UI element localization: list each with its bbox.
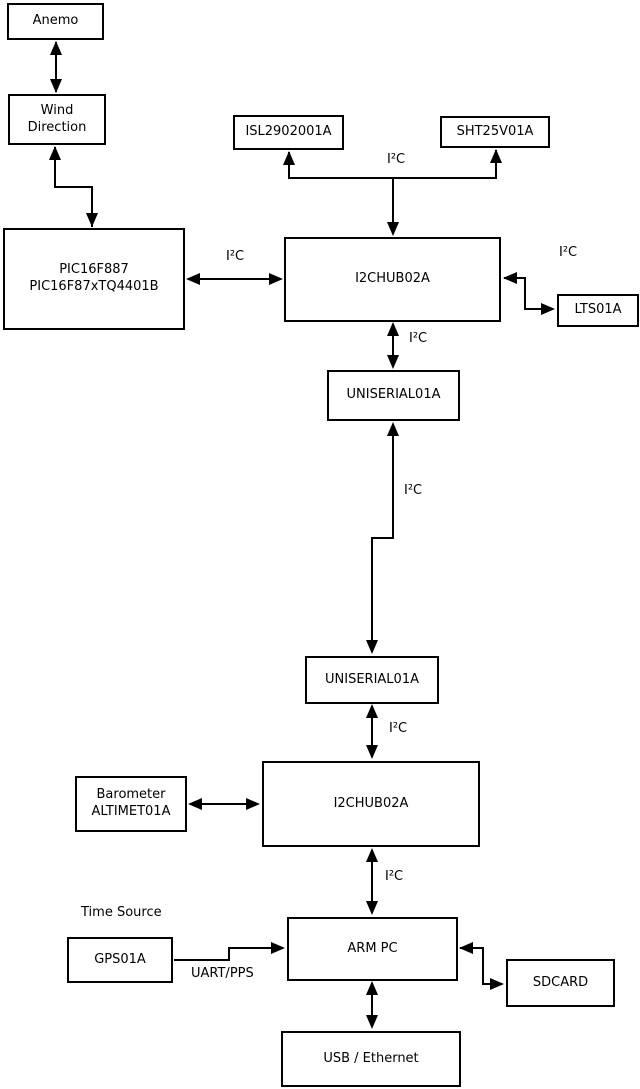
box-sht25v01a-label: SHT25V01A: [456, 123, 534, 139]
connector-hub1-uniserial1: [387, 322, 399, 369]
connector-armpc-sdcard: [459, 942, 504, 990]
connector-pic-hub1: [186, 273, 283, 285]
box-uniserial01a-1: UNISERIAL01A: [327, 370, 460, 421]
box-sht25v01a: SHT25V01A: [440, 116, 550, 148]
connector-anemo-wind: [50, 41, 62, 93]
box-pic16f887-line1: PIC16F887: [59, 262, 129, 278]
connector-gps-armpc: [174, 942, 285, 961]
connector-uniserial2-hub2: [366, 704, 378, 759]
connector-armpc-usb: [366, 981, 378, 1029]
box-usb-ethernet-label: USB / Ethernet: [323, 1050, 419, 1066]
label-uart-pps: UART/PPS: [191, 966, 254, 981]
box-pic16f887: PIC16F887 PIC16F87xTQ4401B: [3, 228, 185, 330]
label-i2c-sensor-bus: I²C: [387, 152, 406, 167]
box-lts01a: LTS01A: [557, 294, 639, 327]
label-i2c-hub1-lts: I²C: [559, 245, 578, 260]
box-i2chub02a-1-label: I2CHUB02A: [355, 271, 430, 287]
box-anemo-label: Anemo: [32, 13, 79, 29]
box-isl2902001a: ISL2902001A: [233, 115, 344, 150]
connector-bus-hub1: [387, 178, 399, 236]
box-wind-direction-line2: Direction: [27, 119, 87, 135]
connector-bus-sht: [490, 149, 502, 179]
connector-barometer-hub2: [188, 798, 260, 810]
box-i2chub02a-2-label: I2CHUB02A: [333, 795, 409, 811]
box-barometer-altimet01a: Barometer ALTIMET01A: [75, 776, 187, 832]
box-sdcard: SDCARD: [506, 959, 615, 1007]
connector-wind-pic: [49, 146, 98, 227]
connector-hub2-armpc: [366, 848, 378, 915]
label-time-source: Time Source: [81, 905, 162, 920]
connector-uniserial1-uniserial2: [366, 422, 399, 654]
box-i2chub02a-1: I2CHUB02A: [284, 237, 501, 322]
box-uniserial01a-1-label: UNISERIAL01A: [346, 387, 441, 403]
box-pic16f887-line2: PIC16F87xTQ4401B: [29, 279, 159, 294]
box-gps01a: GPS01A: [67, 937, 173, 983]
box-arm-pc: ARM PC: [287, 917, 458, 981]
label-i2c-uniserial1-uniserial2: I²C: [404, 483, 423, 498]
box-barometer-line1: Barometer: [96, 787, 166, 803]
box-uniserial01a-2-label: UNISERIAL01A: [325, 671, 419, 687]
connector-hub1-lts: [503, 272, 555, 315]
box-usb-ethernet: USB / Ethernet: [281, 1031, 461, 1087]
box-uniserial01a-2: UNISERIAL01A: [305, 656, 439, 704]
box-barometer-line2: ALTIMET01A: [91, 804, 171, 819]
label-i2c-pic-hub1: I²C: [226, 249, 245, 264]
label-i2c-hub2-armpc: I²C: [385, 869, 404, 884]
box-arm-pc-label: ARM PC: [347, 940, 398, 956]
box-gps01a-label: GPS01A: [94, 951, 146, 967]
box-wind-direction: Wind Direction: [8, 94, 106, 145]
label-i2c-hub1-uniserial1: I²C: [409, 331, 428, 346]
box-wind-direction-line1: Wind: [40, 102, 74, 118]
box-sdcard-label: SDCARD: [532, 974, 589, 990]
label-i2c-uniserial2-hub2: I²C: [389, 721, 408, 736]
box-isl2902001a-label: ISL2902001A: [245, 124, 332, 140]
box-lts01a-label: LTS01A: [574, 302, 622, 318]
connector-bus-isl: [283, 151, 295, 179]
box-anemo: Anemo: [7, 3, 104, 40]
box-i2chub02a-2: I2CHUB02A: [262, 761, 480, 847]
